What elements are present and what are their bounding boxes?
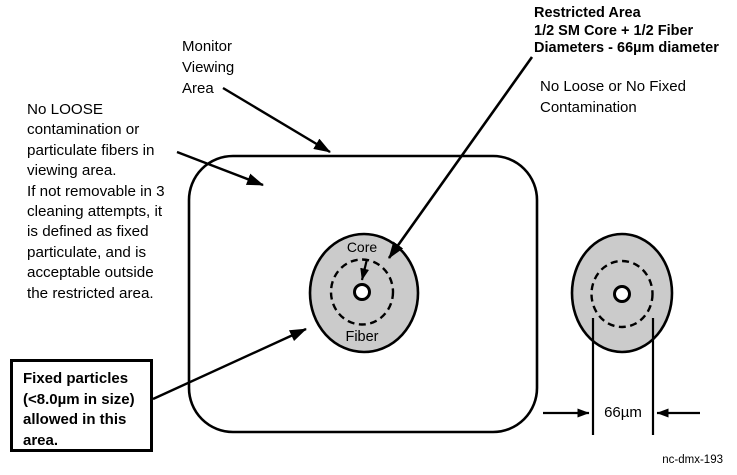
fiber-cross-section-right [570, 232, 674, 354]
core-circle [353, 283, 371, 301]
core-pointer-arrow [360, 258, 370, 281]
monitor-pointer-arrow [222, 86, 331, 154]
loose-contamination-note: No LOOSE contamination or particulate fi… [27, 101, 165, 302]
monitor-viewing-area-label: Monitor Viewing Area [182, 38, 235, 97]
fiber-label: Fiber [345, 329, 379, 345]
dimension-value-label: 66µm [604, 404, 642, 421]
restricted-area-dashed-circle [329, 258, 395, 326]
core-label: Core [346, 239, 378, 255]
fixed-particles-leader-arrow [152, 327, 307, 401]
fiber-cross-section-center [308, 232, 420, 354]
core-circle-right [613, 285, 631, 303]
fixed-particles-callout-box: Fixed particles (<8.0µm in size) allowed… [10, 359, 153, 452]
no-loose-fixed-note: No Loose or No Fixed Contamination [540, 78, 686, 116]
restricted-area-title: Restricted Area 1/2 SM Core + 1/2 Fiber … [534, 5, 719, 56]
figure-id-label: nc-dmx-193 [662, 454, 723, 466]
restricted-area-dashed-circle-right [590, 259, 654, 329]
restricted-area-leader-arrow [387, 56, 534, 259]
loose-contamination-pointer-arrow [176, 150, 264, 187]
